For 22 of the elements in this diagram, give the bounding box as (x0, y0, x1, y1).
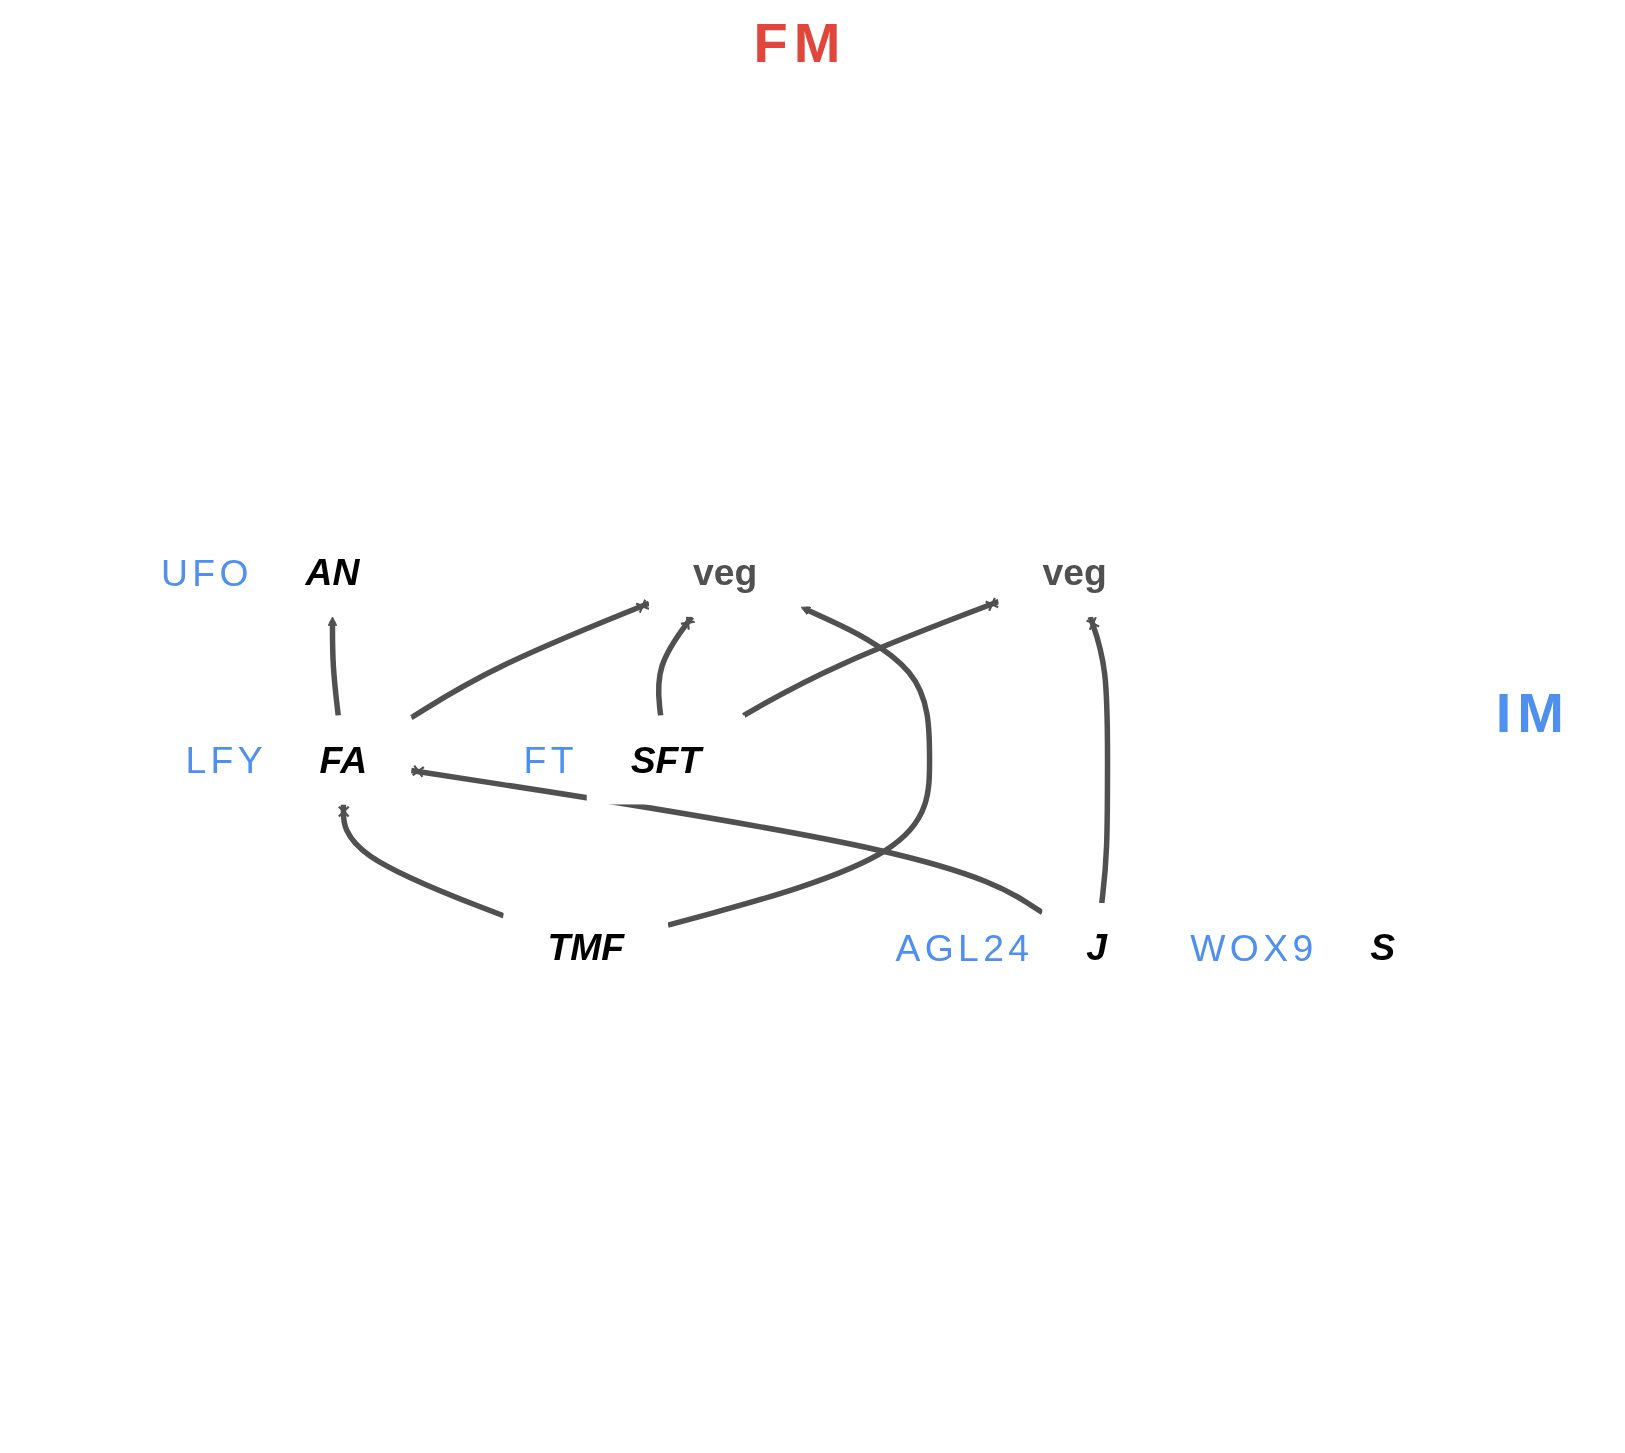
node-text: veg (1042, 550, 1107, 593)
gene-label: FT (523, 739, 578, 782)
gene-label: LFY (185, 739, 267, 782)
node-text: TMF (547, 926, 625, 968)
arrow (667, 606, 933, 928)
connector (1085, 615, 1111, 904)
node-text: veg (692, 550, 758, 593)
node-text: J (1086, 926, 1107, 968)
gene-label: WOX9 (1190, 926, 1318, 969)
gene-label: UFO (160, 551, 253, 594)
connector (410, 764, 1044, 915)
gene-label: AGL24 (895, 926, 1034, 969)
region-label: FM (753, 11, 847, 74)
connector (655, 614, 696, 716)
node-text: S (1370, 926, 1396, 968)
connector (337, 804, 505, 919)
arrow (327, 616, 341, 716)
node-text: AN (305, 550, 360, 593)
region-label: IM (1495, 681, 1570, 744)
connector (742, 596, 1000, 718)
connector (409, 598, 651, 721)
node-text: FA (319, 738, 368, 781)
